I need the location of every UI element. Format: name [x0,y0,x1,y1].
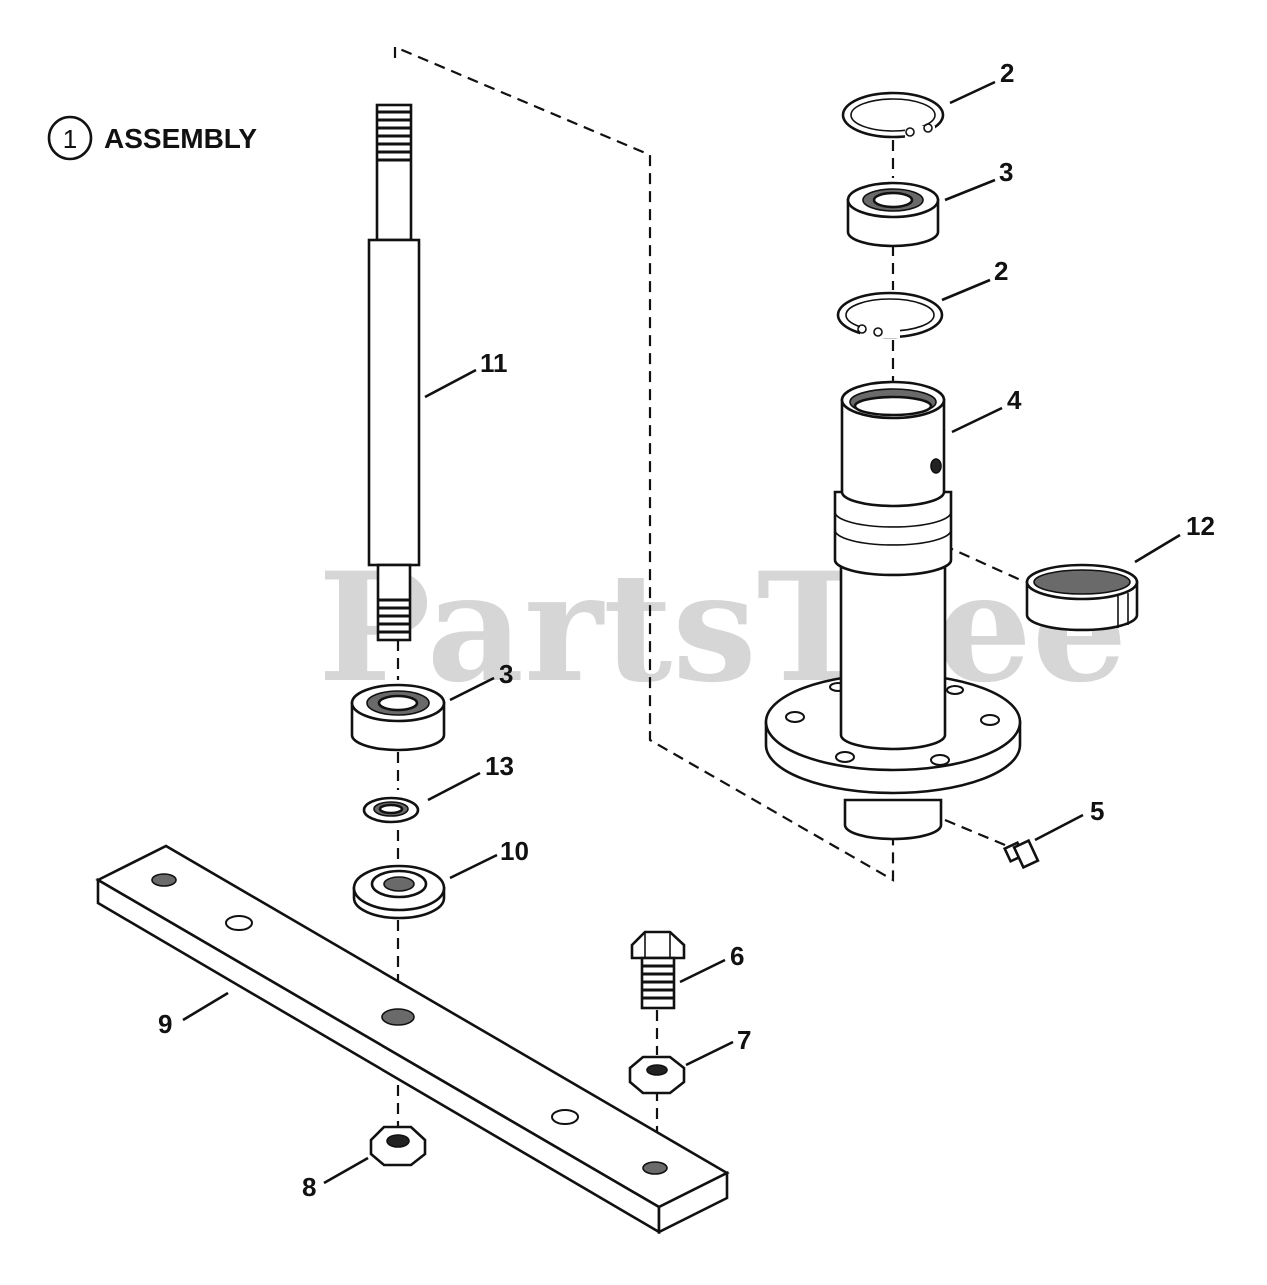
spindle-guide-line [393,45,895,882]
hex-nut-blade[interactable] [369,1125,427,1167]
hex-bolt[interactable] [630,930,686,1010]
callout-8: 8 [302,1172,316,1202]
callout-2-top: 2 [1000,58,1014,88]
callout-7: 7 [737,1025,751,1055]
bolt-threads [642,964,674,1000]
blade[interactable] [95,844,730,1235]
callout-13: 13 [485,751,514,781]
washer[interactable] [362,796,420,824]
assembly-title: 1 ASSEMBLY [47,115,257,161]
title-number-circle [47,115,93,161]
callout-11: 11 [480,348,508,378]
callout-10: 10 [500,836,529,866]
watermark-text: PartsTree [318,540,1127,716]
guide-housing-sleeve [942,543,1026,584]
shaft-upper-threads [377,110,411,162]
callout-5: 5 [1090,796,1104,826]
callout-2-lower: 2 [994,256,1008,286]
callout-4: 4 [1007,385,1022,415]
blade-spacer[interactable] [352,864,446,920]
hex-nut-bolt[interactable] [628,1055,686,1095]
shaft-lower-section [376,563,412,642]
housing-bearing-collar [833,490,953,577]
sleeve[interactable] [1025,563,1139,632]
callout-3-top: 3 [999,157,1013,187]
housing-bottom-hub [843,798,943,841]
spindle-shaft[interactable] [367,103,421,642]
assembly-guide-lines [393,45,1026,1150]
retaining-ring-lower[interactable] [836,291,944,339]
callout-9: 9 [158,1009,172,1039]
watermark: PartsTree TM [318,540,1127,716]
housing-lower-tube [839,558,947,751]
callout-3-lower: 3 [499,659,513,689]
callout-6: 6 [730,941,744,971]
title-text: ASSEMBLY [104,123,257,154]
callout-12: 12 [1186,511,1215,541]
grease-fitting[interactable] [1002,838,1040,870]
spindle-housing[interactable] [764,380,1022,841]
housing-upper-tube [840,398,946,508]
blade-holes [151,873,668,1175]
housing-grease-port [930,458,942,474]
retaining-ring-top[interactable] [841,91,945,139]
bearing-top[interactable] [846,181,940,248]
bearing-lower[interactable] [350,683,446,752]
guide-housing-fitting [944,818,1006,847]
shaft-upper-section [375,103,413,242]
shaft-main-section [367,238,421,567]
leader-lines [182,80,1181,1185]
title-number: 1 [63,124,77,154]
callout-labels: 2 3 2 4 12 11 3 13 10 5 6 7 9 8 [158,58,1215,1202]
shaft-lower-threads [378,598,410,634]
